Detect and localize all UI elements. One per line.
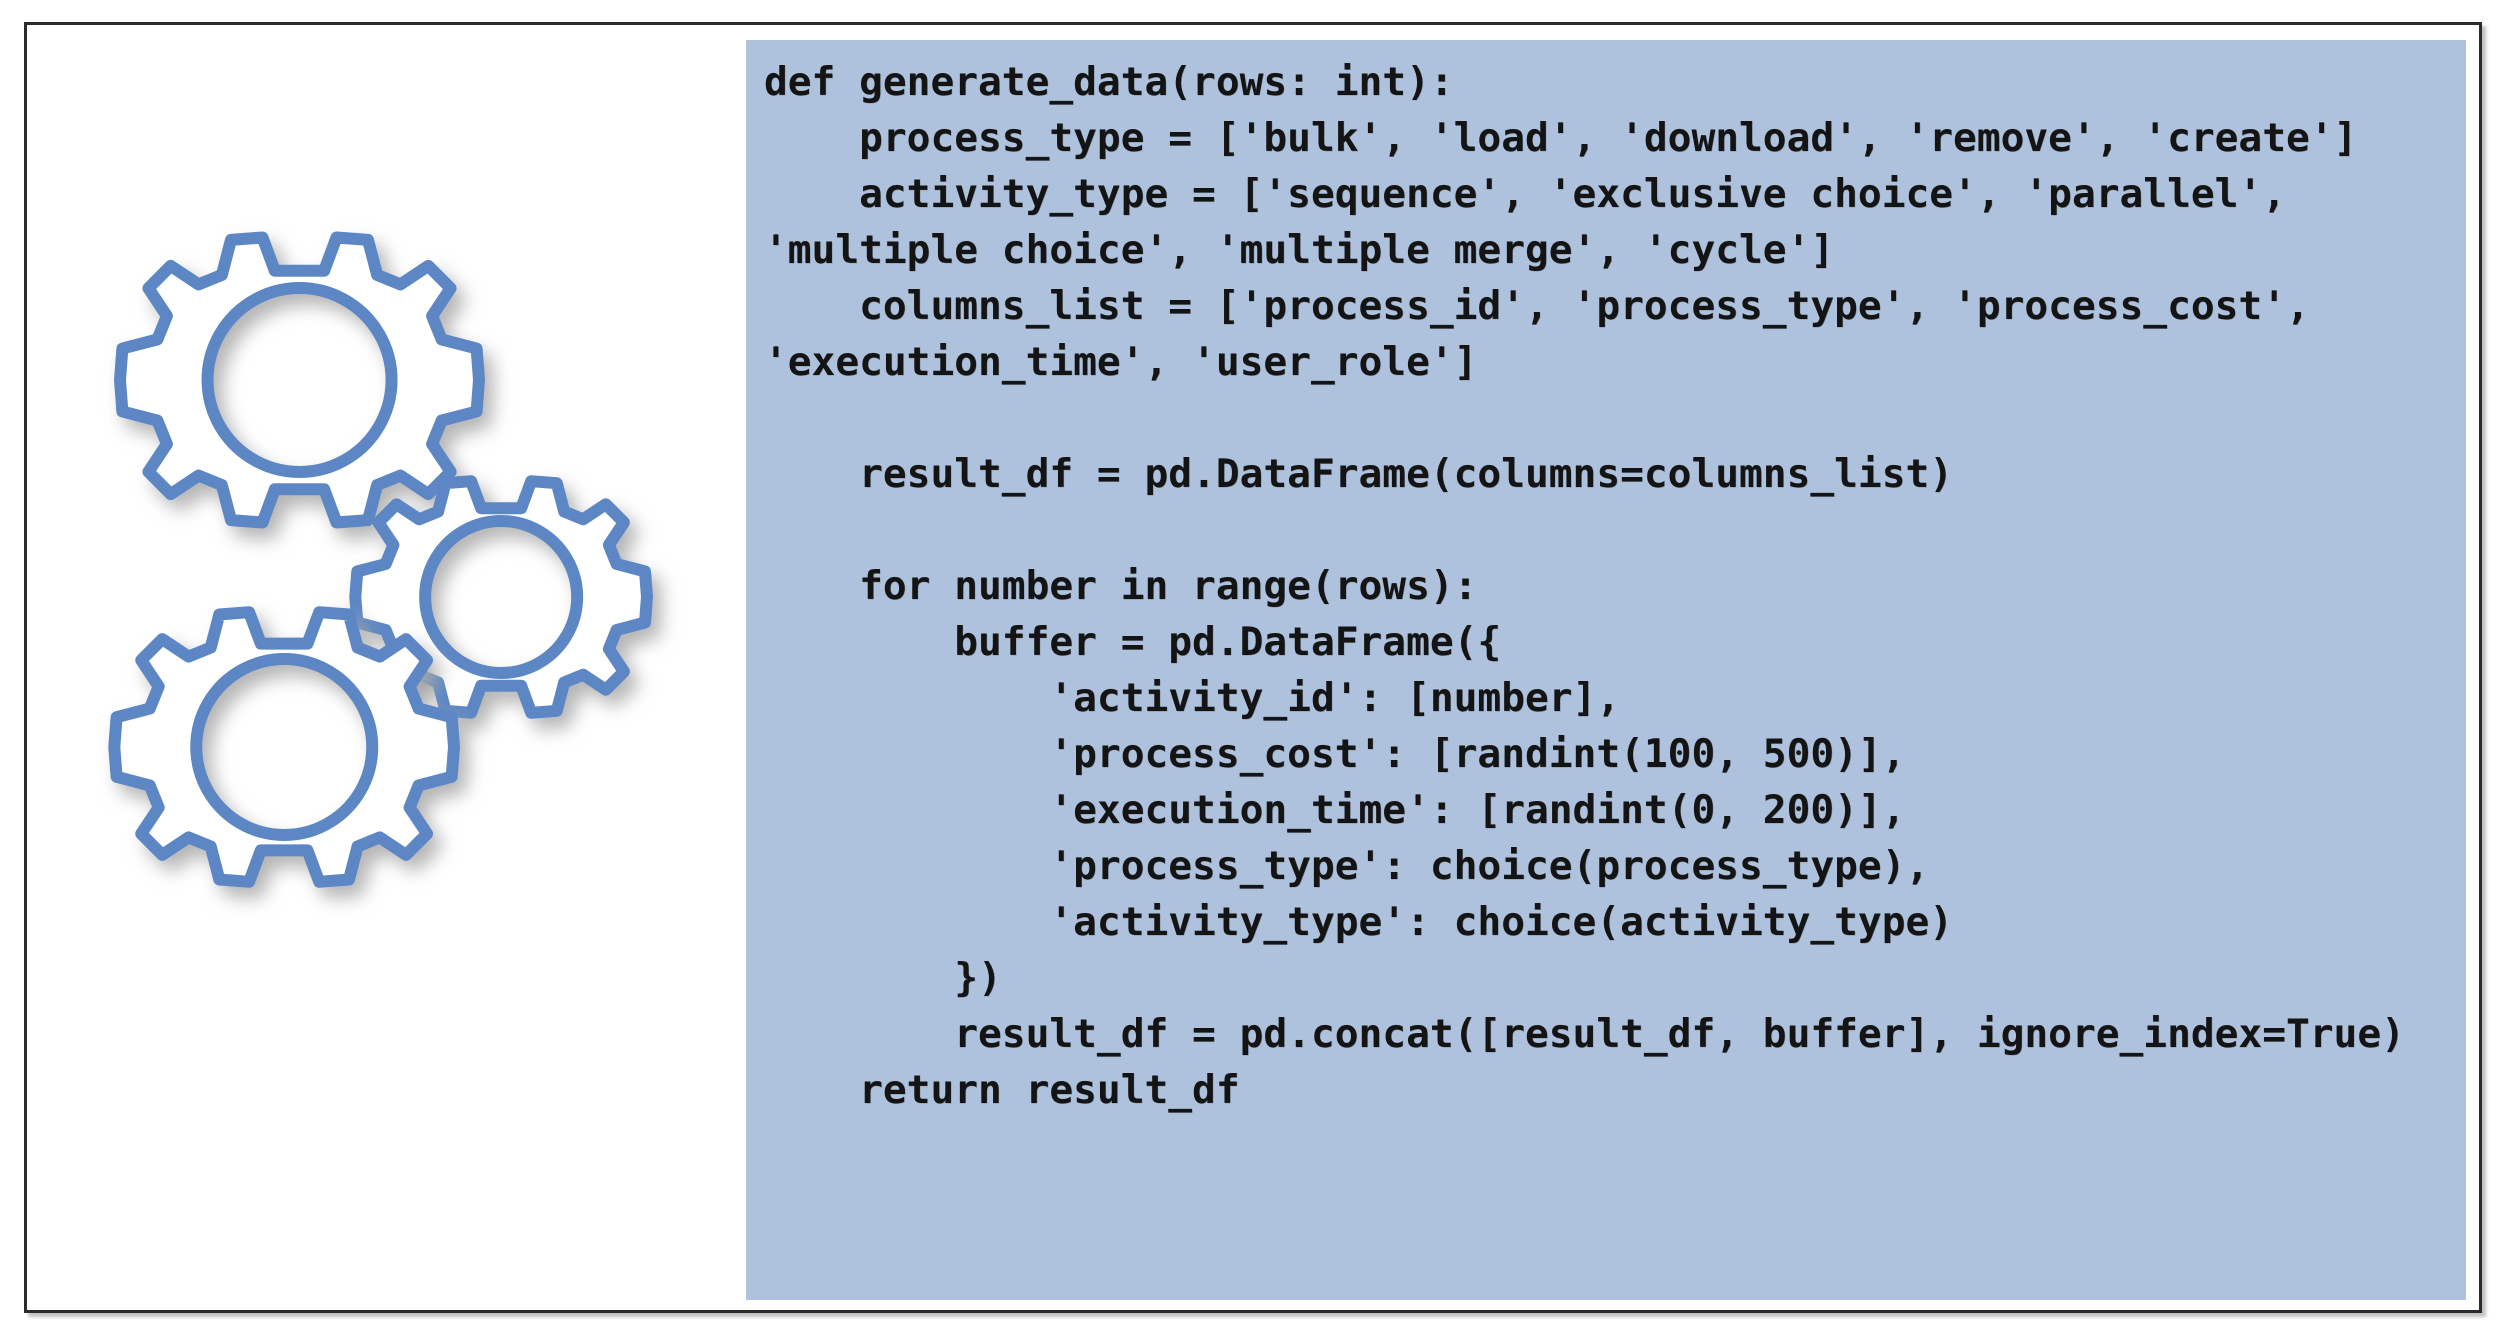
slide-frame: def generate_data(rows: int): process_ty… <box>24 22 2482 1313</box>
gears-icon <box>108 231 653 888</box>
python-code-snippet: def generate_data(rows: int): process_ty… <box>764 59 2405 1113</box>
gear-top-left <box>114 231 485 529</box>
code-block-panel: def generate_data(rows: int): process_ty… <box>746 40 2466 1300</box>
gears-illustration-panel <box>27 25 745 1310</box>
gear-bottom-left <box>108 606 460 888</box>
